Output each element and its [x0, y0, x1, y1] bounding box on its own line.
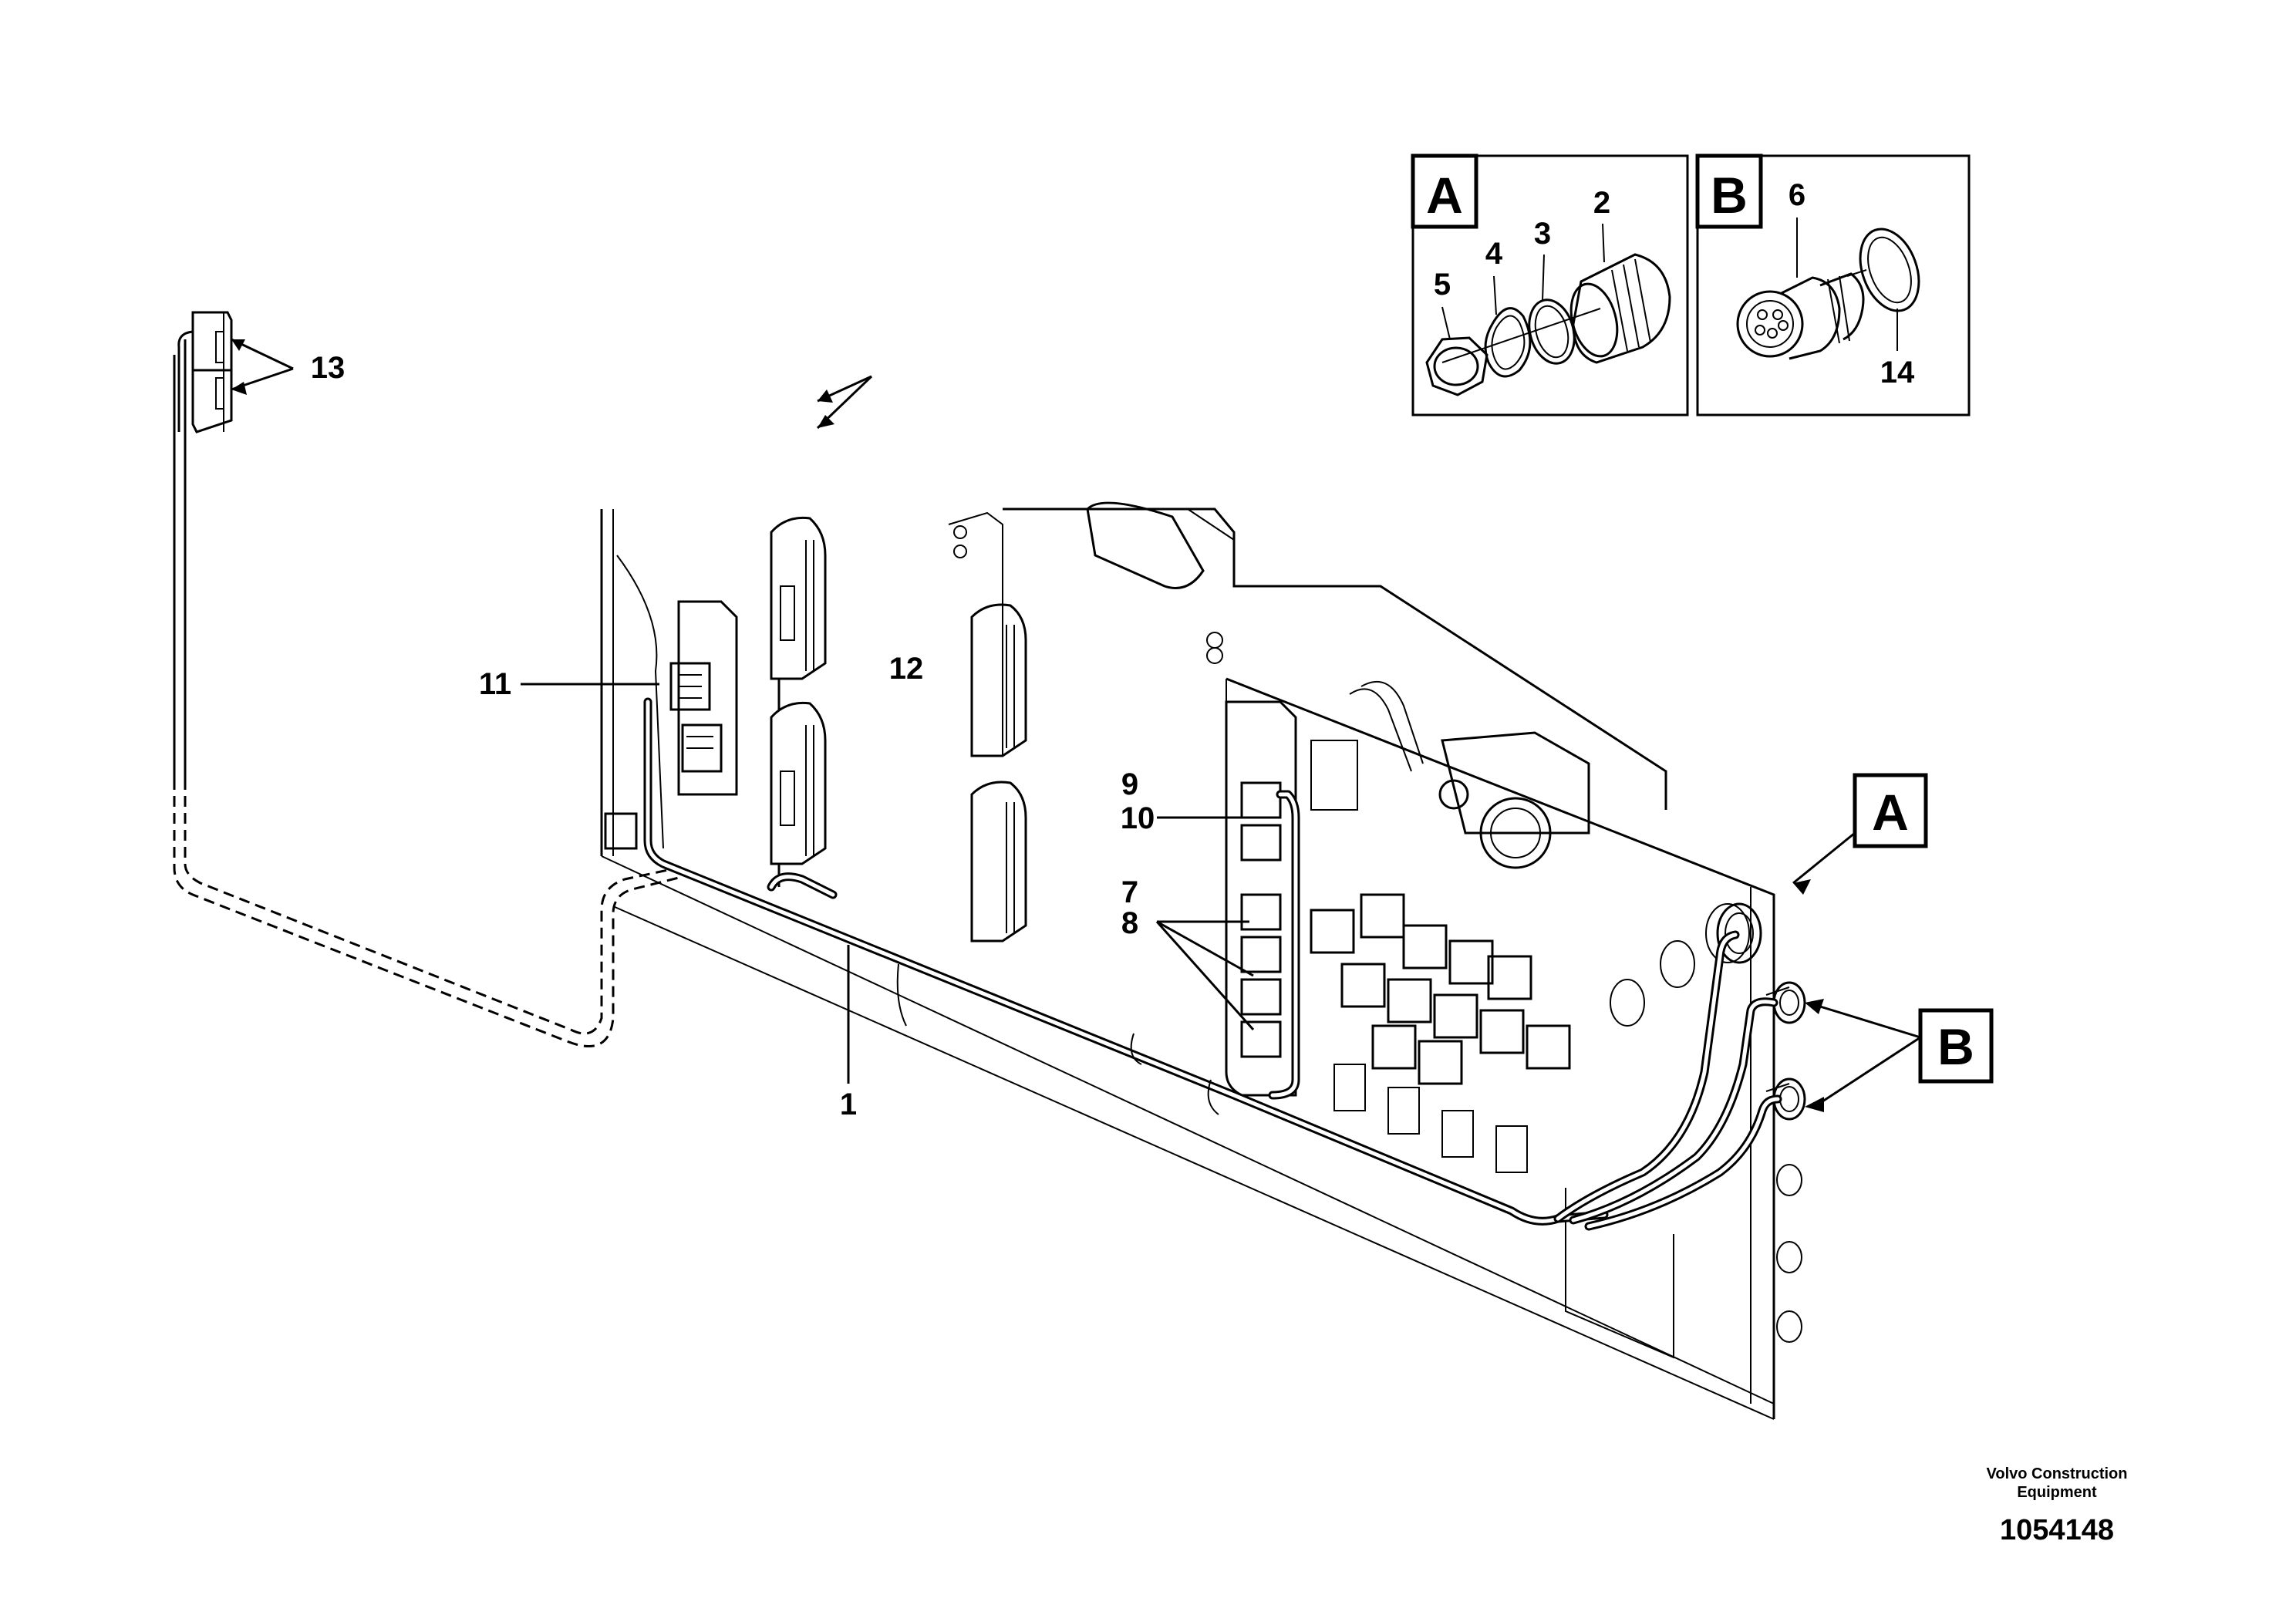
- callout-12: 12: [889, 652, 924, 686]
- connector-11: [669, 662, 711, 711]
- drawing-number: 1054148: [2000, 1514, 2114, 1546]
- ref-box-b: [1918, 1008, 1994, 1084]
- detail-a-letter: A: [1426, 167, 1463, 224]
- connector-body-part: [1569, 253, 1671, 364]
- relay-7-8: [1240, 893, 1282, 931]
- company-line-2: Equipment: [2017, 1484, 2097, 1501]
- callout-7: 7: [1121, 875, 1138, 909]
- callout-10: 10: [1121, 801, 1155, 835]
- ecu-connectors-12: [770, 516, 827, 887]
- ref-box-a: [1853, 773, 1928, 848]
- ecu-connectors-mid: [970, 603, 1027, 943]
- connector-13: [173, 311, 233, 779]
- part-label-3: 3: [1534, 217, 1551, 251]
- callout-8: 8: [1121, 906, 1138, 940]
- locking-ring-part: [1846, 228, 1920, 312]
- callout-leaders: [231, 338, 1921, 1104]
- part-label-5: 5: [1434, 268, 1451, 302]
- optional-cable-route: [184, 779, 679, 1035]
- mounting-panel: [600, 501, 1775, 1420]
- detail-b-letter: B: [1711, 167, 1748, 224]
- relay-9-10: [1240, 781, 1282, 819]
- callout-13: 13: [311, 351, 346, 385]
- left-bracket: [604, 600, 738, 850]
- company-line-1: Volvo Construction: [1987, 1465, 2128, 1482]
- callout-9: 9: [1121, 767, 1138, 801]
- main-harness: [643, 697, 1782, 1231]
- part-label-14: 14: [1880, 356, 1915, 389]
- detail-box-b: B 6 14: [1695, 153, 1971, 416]
- callout-1: 1: [840, 1088, 857, 1121]
- part-label-4: 4: [1485, 237, 1503, 271]
- part-label-2: 2: [1593, 186, 1610, 220]
- relay-board: [1310, 680, 1590, 1173]
- relay-column: [1225, 700, 1297, 1097]
- plug-part: [1736, 272, 1865, 360]
- callout-11: 11: [479, 667, 511, 701]
- seal-part: [1484, 307, 1532, 378]
- part-label-6: 6: [1789, 178, 1805, 212]
- nut-part: [1425, 336, 1489, 396]
- grommet-a: [1705, 902, 1762, 964]
- detail-box-a: A 5 4 3 2: [1411, 153, 1689, 416]
- ref-label-a: A: [1872, 784, 1909, 841]
- ref-label-b: B: [1937, 1018, 1974, 1075]
